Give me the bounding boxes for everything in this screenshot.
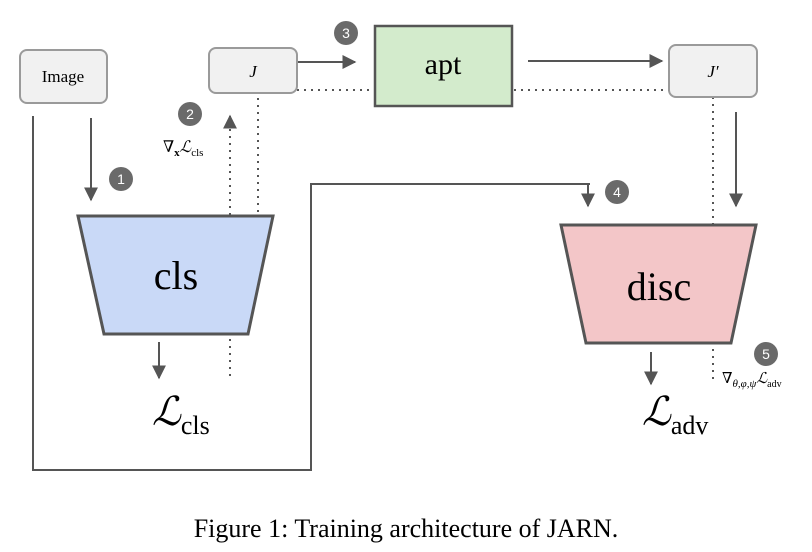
step-badge-4: 4 bbox=[605, 180, 629, 204]
grad-cls-symbol: ℒ bbox=[180, 139, 192, 156]
step-badge-2-number: 2 bbox=[186, 106, 194, 122]
grad-adv-vars: θ,φ,ψ bbox=[732, 378, 756, 390]
step-badge-4-circle bbox=[605, 180, 629, 204]
step-badge-4-number: 4 bbox=[613, 184, 621, 200]
disc-trapezoid bbox=[559, 223, 758, 345]
step-badge-5-circle bbox=[754, 342, 778, 366]
step-badge-3-circle bbox=[334, 21, 358, 45]
j-label: J bbox=[249, 62, 258, 81]
adv-loss-symbol: ℒ bbox=[642, 389, 672, 434]
disc-label: disc bbox=[627, 264, 691, 309]
adv-loss-subscript: adv bbox=[671, 411, 709, 440]
grad-adv-sub: adv bbox=[767, 379, 781, 390]
j-box-shape bbox=[208, 47, 298, 94]
grad-adv-nabla: ∇ bbox=[722, 371, 732, 387]
adv-loss: ℒadv bbox=[642, 389, 708, 440]
step-badge-3: 3 bbox=[334, 21, 358, 45]
step-badge-5: 5 bbox=[754, 342, 778, 366]
apt-label: apt bbox=[425, 48, 462, 81]
solid-connectors bbox=[32, 54, 743, 471]
image-label: Image bbox=[42, 67, 84, 86]
j-box: J bbox=[208, 47, 298, 94]
cls-trapezoid bbox=[76, 214, 275, 336]
figure-caption: Figure 1: Training architecture of JARN. bbox=[194, 514, 619, 543]
step-badge-2: 2 bbox=[178, 102, 202, 126]
j-to-cls-dotted-line bbox=[251, 89, 712, 246]
jprime-box: J′ bbox=[668, 44, 758, 98]
cls-label: cls bbox=[154, 253, 198, 298]
apt-box: apt bbox=[373, 24, 514, 108]
step-badge-5-number: 5 bbox=[762, 346, 770, 362]
step-badge-1: 1 bbox=[109, 167, 133, 191]
cls-network: cls bbox=[76, 214, 275, 336]
step-badge-1-number: 1 bbox=[117, 171, 125, 187]
image-box: Image bbox=[19, 49, 108, 104]
cls-loss-symbol: ℒ bbox=[152, 389, 182, 434]
grad-cls-var: x bbox=[174, 147, 180, 159]
image-box-shape bbox=[19, 49, 108, 104]
grad-adv-symbol: ℒ bbox=[756, 371, 768, 387]
step-badge-2-circle bbox=[178, 102, 202, 126]
image-bypass-line bbox=[32, 116, 590, 471]
jprime-box-shape bbox=[668, 44, 758, 98]
grad-cls-nabla: ∇ bbox=[163, 139, 174, 156]
grad-cls-label: ∇xℒcls bbox=[163, 139, 203, 159]
step-badge-1-circle bbox=[109, 167, 133, 191]
cls-loss: ℒcls bbox=[152, 389, 210, 440]
grad-adv-label: ∇θ,φ,ψℒadv bbox=[722, 371, 782, 390]
cls-loss-subscript: cls bbox=[181, 411, 210, 440]
step-badge-3-number: 3 bbox=[342, 25, 350, 41]
grad-cls-sub: cls bbox=[191, 147, 203, 159]
jprime-label: J′ bbox=[707, 62, 719, 81]
apt-box-shape bbox=[373, 24, 514, 108]
disc-network: disc bbox=[559, 223, 758, 345]
